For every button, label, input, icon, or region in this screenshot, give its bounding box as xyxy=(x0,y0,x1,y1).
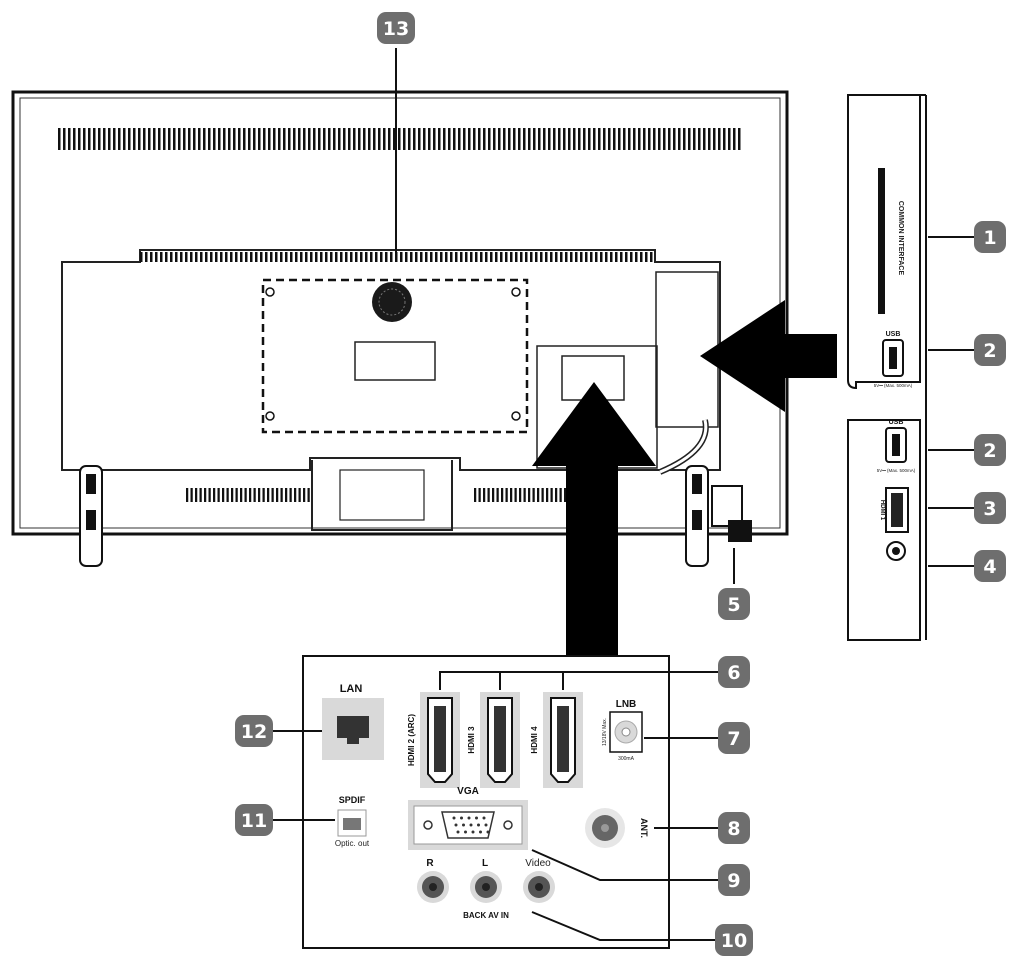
callout-badge-8: 8 xyxy=(718,812,750,844)
usb-rating-1: 5V⎓ (Max. 500mA) xyxy=(874,383,913,388)
callout-badge-1: 1 xyxy=(974,221,1006,253)
callout-number: 2 xyxy=(983,440,996,462)
callout-badge-13: 13 xyxy=(377,12,415,44)
usb-label-1: USB xyxy=(886,331,901,338)
rating-label xyxy=(354,341,436,381)
stand-foot-left xyxy=(79,465,103,567)
usb-label-2: USB xyxy=(889,419,904,426)
video-label: Video xyxy=(525,858,551,869)
vesa-mount-area xyxy=(261,278,529,434)
audio-r-label: R xyxy=(426,858,434,869)
back-av-in-label: BACK AV IN xyxy=(463,911,509,920)
audio-l-label: L xyxy=(482,858,488,869)
hdmi-4-port xyxy=(543,692,583,788)
lan-label: LAN xyxy=(340,683,363,695)
hdmi-3-port xyxy=(480,692,520,788)
rear-connector-panel: LAN HDMI 2 (ARC) HDMI 3 HDMI 4 LNB 13/18… xyxy=(302,655,670,949)
bottom-vent-left xyxy=(186,488,310,502)
callout-badge-10: 10 xyxy=(715,924,753,956)
ant-label: ANT. xyxy=(639,818,649,838)
callout-number: 10 xyxy=(721,930,747,952)
antenna-port xyxy=(585,808,625,848)
callout-badge-7: 7 xyxy=(718,722,750,754)
callout-number: 5 xyxy=(727,594,740,616)
spdif-port xyxy=(337,809,367,837)
audio-l-jack xyxy=(470,871,502,903)
callout-number: 8 xyxy=(727,818,740,840)
arrow-panel-to-back xyxy=(532,382,656,656)
callout-badge-2: 2 xyxy=(974,334,1006,366)
stand-foot-right xyxy=(685,465,709,567)
arrow-side-to-back xyxy=(700,300,837,412)
vga-pins xyxy=(452,816,490,834)
spdif-label: SPDIF xyxy=(339,795,366,805)
callout-badge-11: 11 xyxy=(235,804,273,836)
callout-badge-6: 6 xyxy=(718,656,750,688)
callout-number: 13 xyxy=(383,18,409,40)
callout-number: 9 xyxy=(727,870,740,892)
callout-number: 4 xyxy=(983,556,996,578)
lnb-label: LNB xyxy=(616,699,637,710)
callout-badge-4: 4 xyxy=(974,550,1006,582)
top-vent-grille xyxy=(58,128,741,150)
leader-lines xyxy=(272,48,975,941)
lnb-rating-2: 300mA xyxy=(618,756,635,762)
callout-badge-2: 2 xyxy=(974,434,1006,466)
speaker-grille xyxy=(372,282,412,322)
callout-badge-5: 5 xyxy=(718,588,750,620)
callout-badge-9: 9 xyxy=(718,864,750,896)
optic-out-label: Optic. out xyxy=(335,839,370,848)
hdmi-1-label: HDMI 1 xyxy=(879,500,885,521)
vga-label: VGA xyxy=(457,786,479,797)
usb-rating-2: 5V⎓ (Max. 500mA) xyxy=(877,468,916,473)
callout-number: 1 xyxy=(983,227,996,249)
mid-vent-grille xyxy=(140,252,653,262)
hdmi-3-label: HDMI 3 xyxy=(467,726,476,754)
callout-number: 3 xyxy=(983,498,996,520)
callout-number: 6 xyxy=(727,662,740,684)
callout-badge-3: 3 xyxy=(974,492,1006,524)
callout-number: 12 xyxy=(241,721,267,743)
power-cable xyxy=(711,485,752,542)
lnb-rating: 13/18V Max. xyxy=(602,718,608,746)
ci-slot xyxy=(878,168,885,314)
callout-badge-12: 12 xyxy=(235,715,273,747)
side-panel: COMMON INTERFACE USB 5V⎓ (Max. 500mA) US… xyxy=(847,94,927,641)
audio-r-jack xyxy=(417,871,449,903)
callout-number: 11 xyxy=(241,810,267,832)
hdmi-2-port xyxy=(420,692,460,788)
ci-label: COMMON INTERFACE xyxy=(897,201,904,276)
hdmi-2-label: HDMI 2 (ARC) xyxy=(407,714,416,766)
video-jack xyxy=(523,871,555,903)
callout-number: 7 xyxy=(727,728,740,750)
callout-number: 2 xyxy=(983,340,996,362)
hdmi-4-label: HDMI 4 xyxy=(530,726,539,754)
tv-back xyxy=(11,90,789,567)
